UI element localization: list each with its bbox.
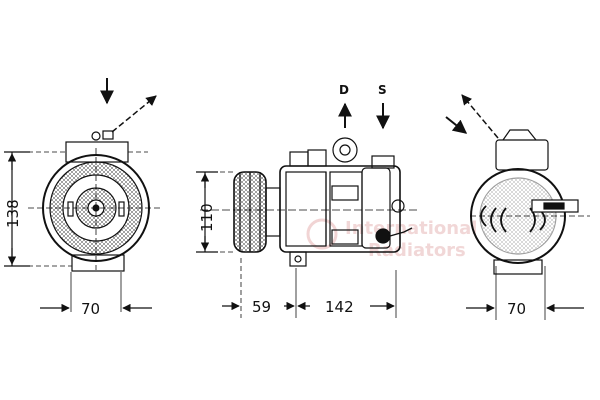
suction-port [371,155,395,169]
rear-width-label: 70 [507,300,526,318]
front-width-label: 70 [81,300,100,318]
rear-view [445,94,590,320]
suction-label: S [378,83,387,97]
front-height-dimension [4,151,30,267]
side-housing [279,165,401,253]
pulley-offset-label: 59 [252,298,271,316]
side-height-dimension [196,171,218,253]
discharge-port [332,137,358,163]
side-height-label: 110 [198,203,216,232]
side-length-label: 142 [325,298,354,316]
side-view [196,102,420,318]
front-bottom-lug [71,254,125,272]
electrical-connector [375,228,391,244]
watermark: International Radiators [306,218,477,261]
front-view [20,78,160,312]
front-top-stud [91,131,101,141]
watermark-line2: Radiators [368,240,466,261]
front-height-label: 138 [4,199,22,228]
discharge-label: D [339,83,349,97]
